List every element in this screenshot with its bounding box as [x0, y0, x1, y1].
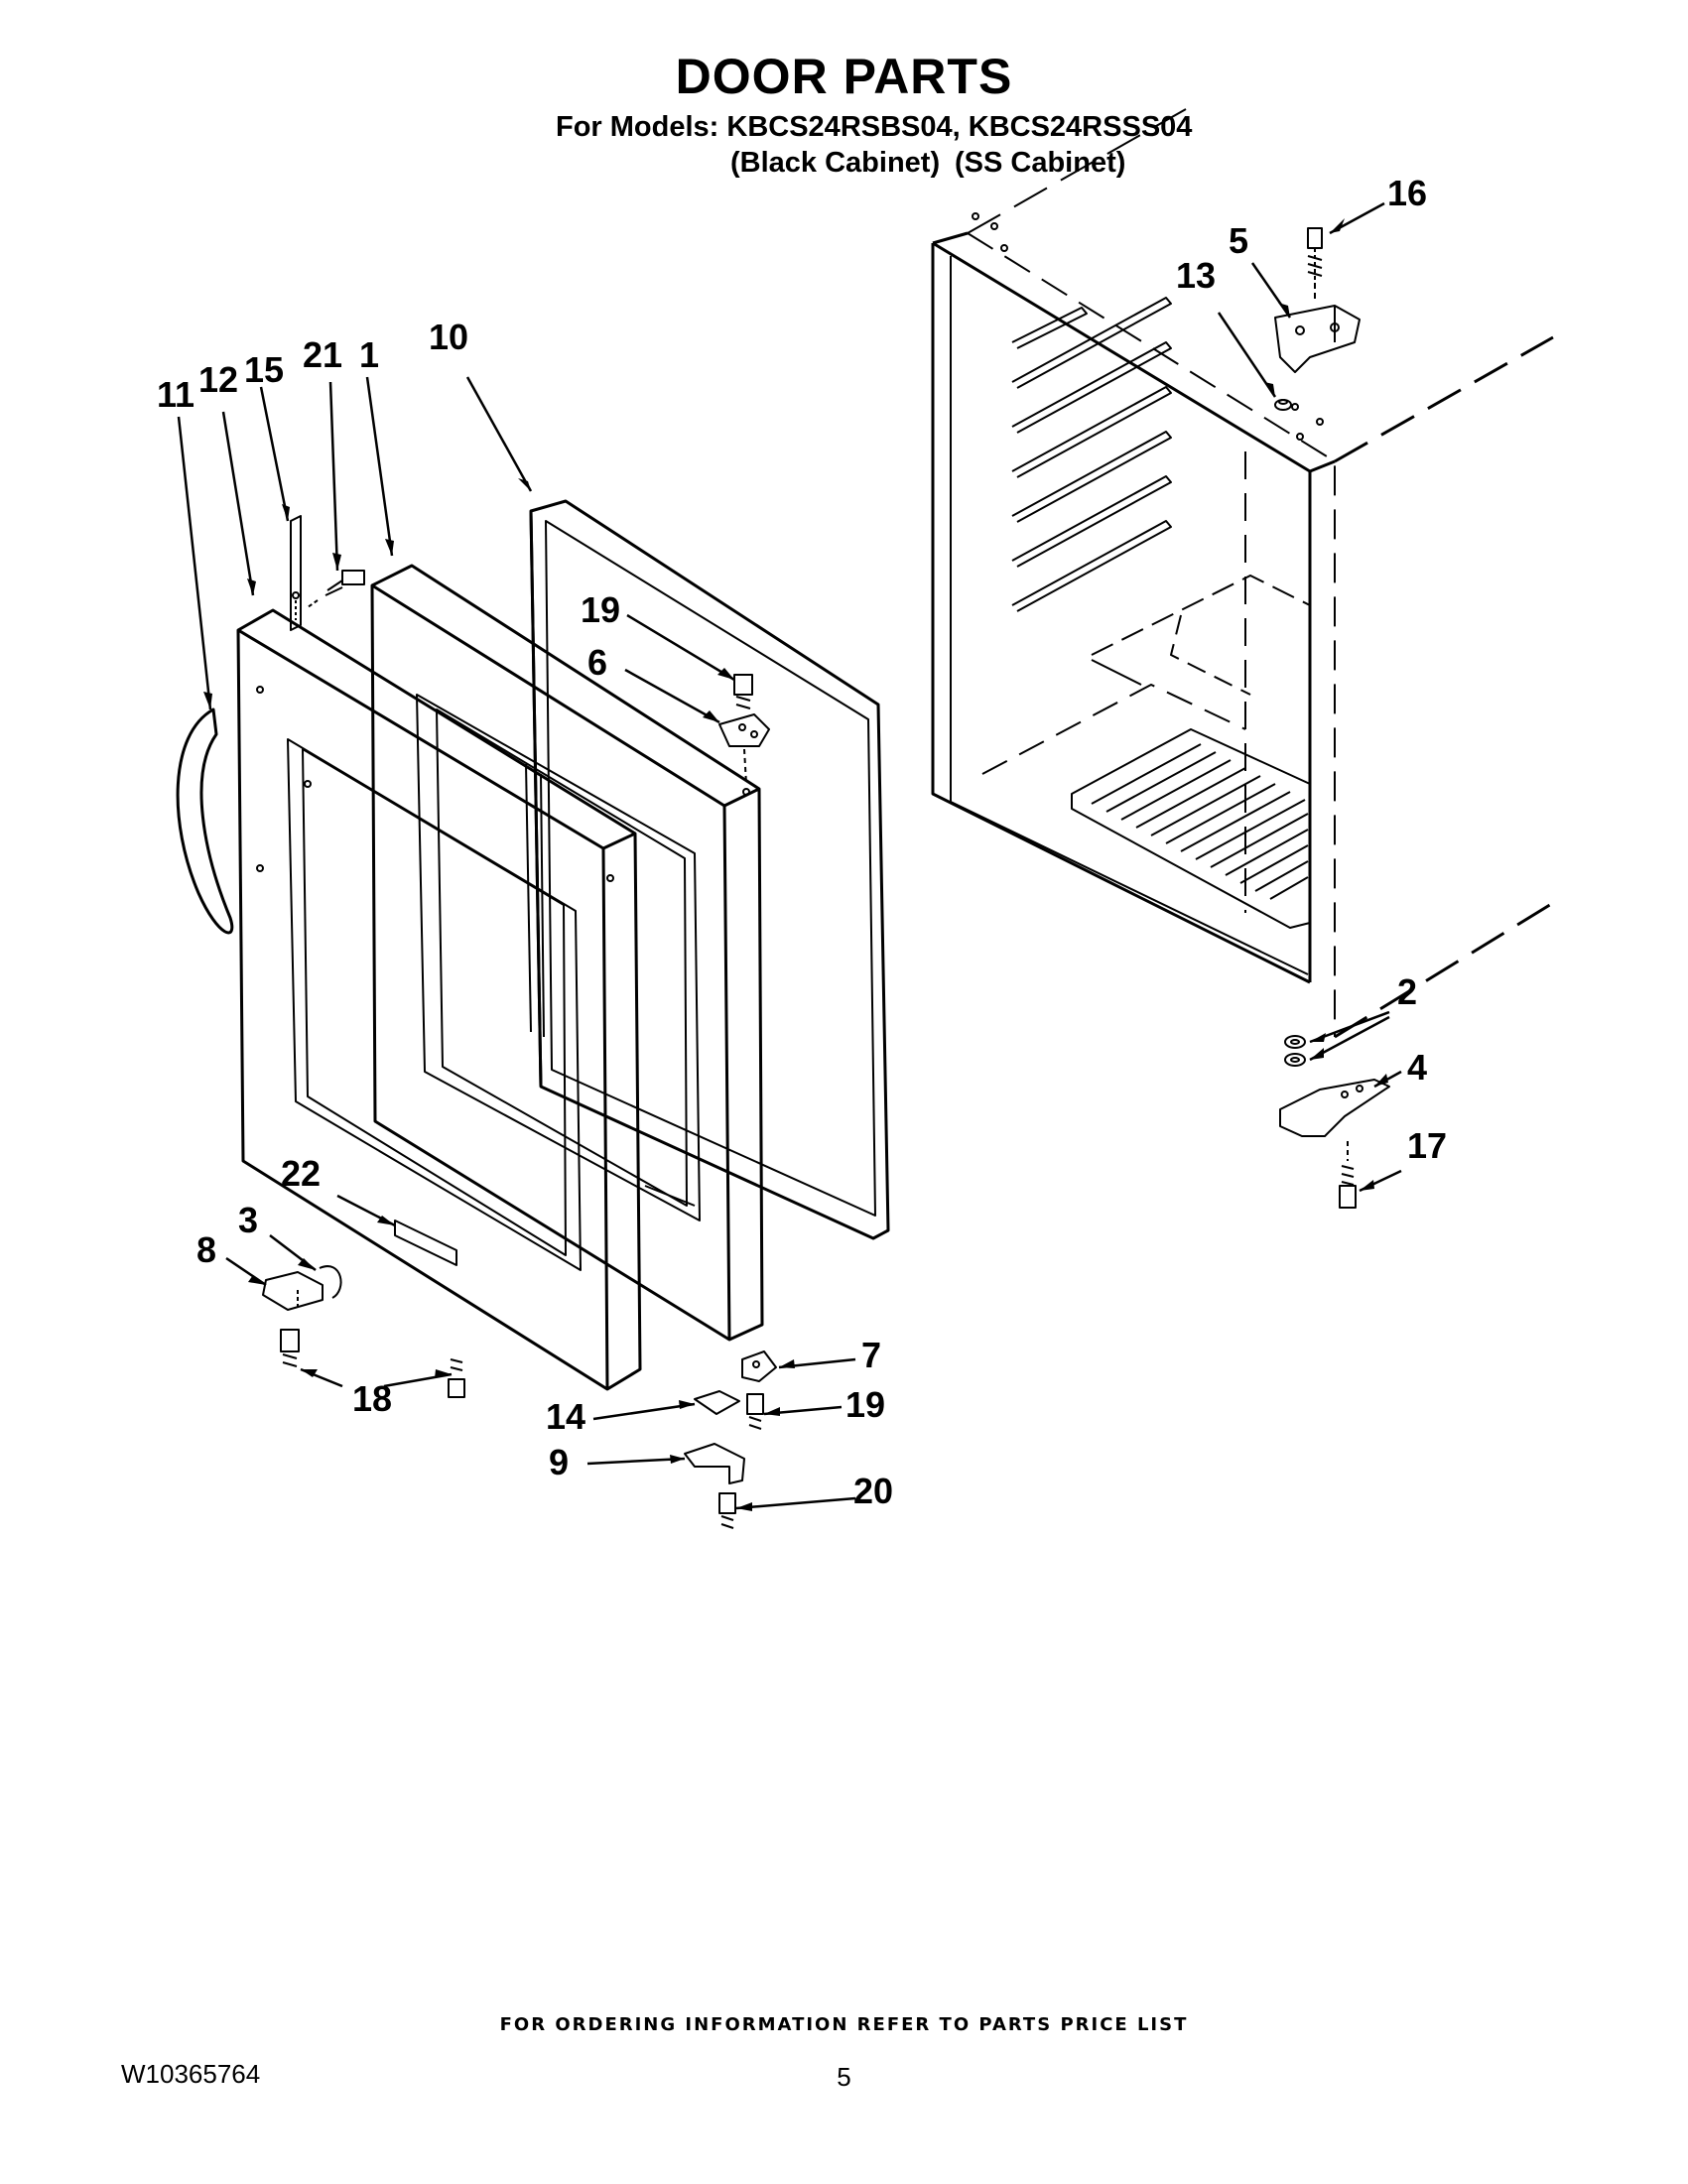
screw-21: [307, 570, 365, 608]
ordering-note: FOR ORDERING INFORMATION REFER TO PARTS …: [499, 2014, 1189, 2035]
cabinet-black-label: (Black Cabinet): [730, 147, 941, 179]
callout-1: 1: [359, 334, 379, 375]
door-handle: [176, 707, 234, 935]
callout-3: 3: [238, 1200, 258, 1240]
callout-21: 21: [303, 334, 342, 375]
document-number: W10365764: [121, 2059, 261, 2089]
inner-door-liner: [370, 564, 764, 1342]
callout-11: 11: [157, 374, 195, 415]
door-gasket: [529, 499, 890, 1240]
lower-door-hardware: [684, 1350, 777, 1529]
callout-9: 9: [549, 1442, 569, 1482]
callout-19-top: 19: [581, 589, 620, 630]
cabinet-ss-label: (SS Cabinet): [955, 147, 1126, 179]
callout-22: 22: [281, 1153, 321, 1194]
callout-14: 14: [546, 1396, 585, 1437]
callout-5: 5: [1229, 220, 1248, 261]
page-title: DOOR PARTS: [675, 49, 1013, 104]
models-line: For Models: KBCS24RSBS04, KBCS24RSSS04: [556, 111, 1193, 143]
cabinet-illustration: [931, 108, 1554, 1039]
door-frame: [236, 608, 642, 1391]
callout-7: 7: [861, 1335, 881, 1375]
callout-4: 4: [1407, 1047, 1427, 1088]
callout-17: 17: [1407, 1125, 1447, 1166]
callout-8: 8: [196, 1229, 216, 1270]
screw-18: [448, 1358, 465, 1398]
leader-arrowheads: [203, 218, 1388, 1511]
callout-15: 15: [244, 349, 284, 390]
callout-12: 12: [198, 359, 238, 400]
callout-13: 13: [1176, 255, 1216, 296]
cabinet-grille: [1071, 728, 1311, 929]
callout-16: 16: [1387, 173, 1427, 213]
page-number: 5: [837, 2062, 851, 2092]
top-hinge-assembly: [1274, 227, 1361, 411]
leader-lines: [177, 201, 1402, 1510]
lower-left-hinge: [262, 1265, 342, 1367]
callout-18: 18: [352, 1378, 392, 1419]
callout-10: 10: [429, 317, 468, 357]
callout-6: 6: [587, 642, 607, 683]
callout-20: 20: [853, 1471, 893, 1511]
door-top-hinge: [718, 674, 770, 785]
bottom-right-hinge-assembly: [1279, 1035, 1390, 1209]
callout-2: 2: [1397, 971, 1417, 1012]
trim-strip: [290, 515, 302, 631]
callout-19-bottom: 19: [845, 1384, 885, 1425]
